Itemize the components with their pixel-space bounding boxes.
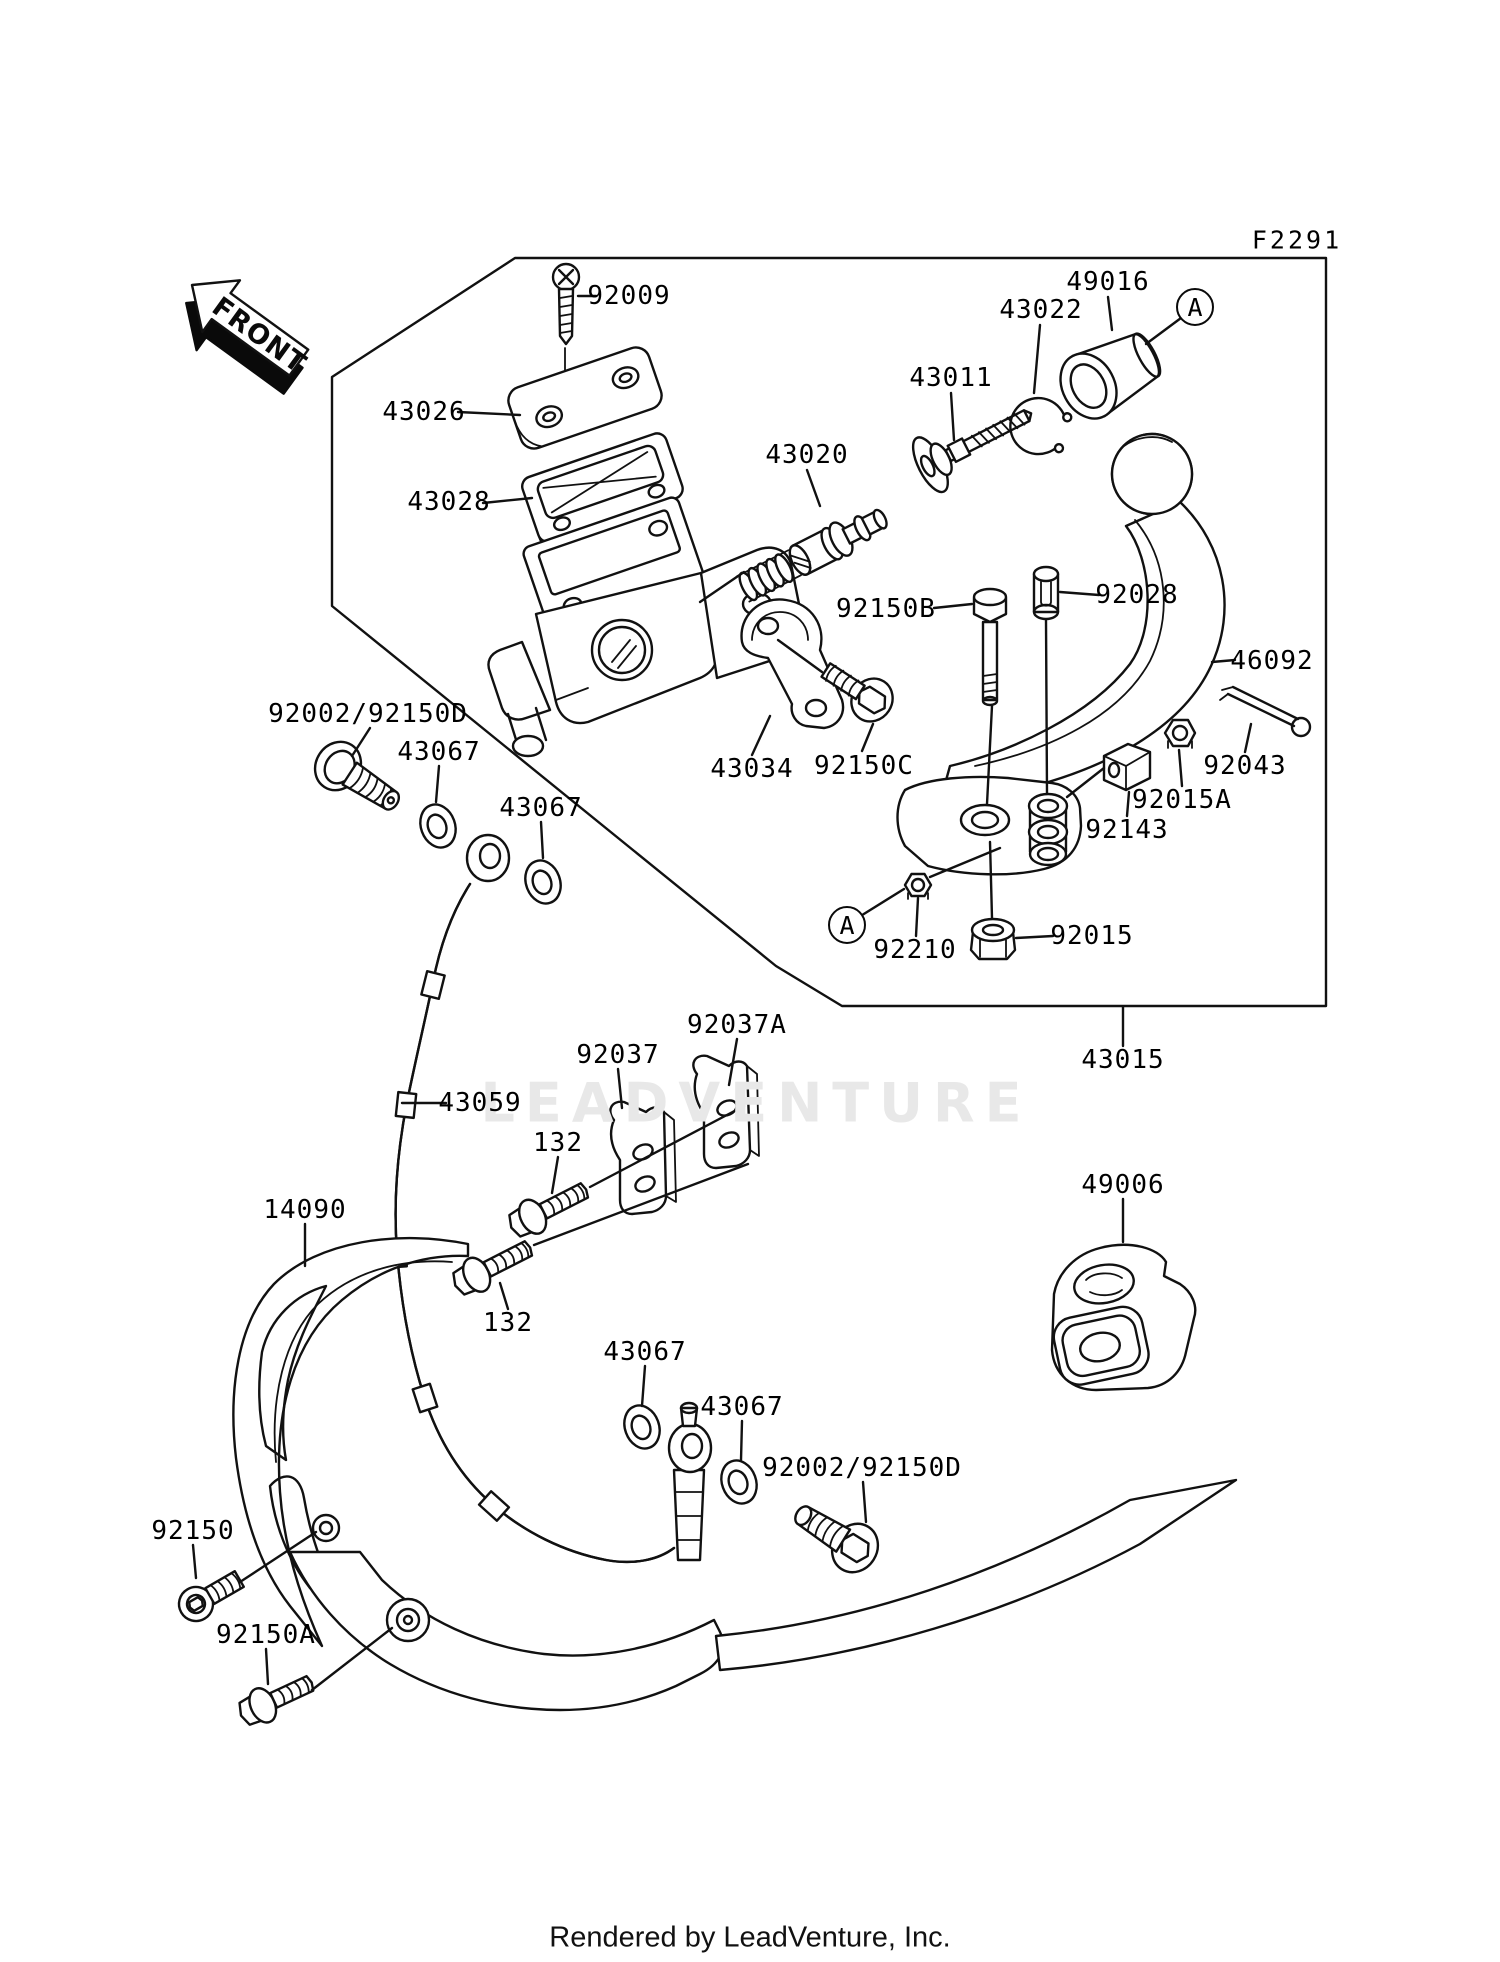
brake-hose-43059	[385, 833, 713, 1564]
screw-92009	[551, 262, 581, 417]
bolt-132-upper	[508, 1182, 590, 1238]
brake-lever-46092	[896, 432, 1226, 876]
pivot-bolt-92150b	[972, 587, 1008, 707]
piston-assembly-43020	[735, 508, 888, 603]
circlip-43022	[1009, 396, 1073, 456]
cotter-pin-92043	[1219, 685, 1312, 738]
nut-92210	[903, 872, 933, 900]
banjo-bolt-92002-lower	[794, 1505, 880, 1574]
clamp-43034	[740, 598, 845, 730]
assembly-boundary	[330, 256, 1328, 1008]
front-direction-arrow: FRONT	[185, 279, 312, 395]
boot-49016	[1059, 332, 1162, 420]
washer-43067-c	[623, 1404, 661, 1450]
reservoir-gasket-43028	[521, 432, 684, 550]
bolt-132-lower	[452, 1240, 534, 1296]
bolt-92150	[177, 1570, 246, 1623]
leader-lines	[191, 294, 1253, 1692]
nut-92015a	[1163, 718, 1197, 749]
push-rod-43011	[911, 409, 1033, 494]
spring-piece-92028	[1032, 565, 1060, 621]
reservoir-cap-43026	[507, 346, 663, 450]
disc-guard-14090	[232, 1236, 1238, 1712]
bolt-92150c	[820, 662, 894, 723]
banjo-bolt-92002-upper	[313, 740, 401, 811]
boot-49006	[1050, 1243, 1197, 1392]
washer-43067-d	[720, 1459, 758, 1505]
lever-boss-rings	[1027, 792, 1069, 867]
adjuster-92143	[1102, 742, 1152, 792]
washer-43067-a	[419, 803, 457, 849]
washer-43067-b	[524, 859, 562, 905]
flanged-nut-92015	[969, 917, 1017, 961]
hose-clamp-92037a	[692, 1054, 760, 1170]
bolt-92150a	[238, 1674, 315, 1726]
hose-clamp-92037	[609, 1100, 677, 1216]
